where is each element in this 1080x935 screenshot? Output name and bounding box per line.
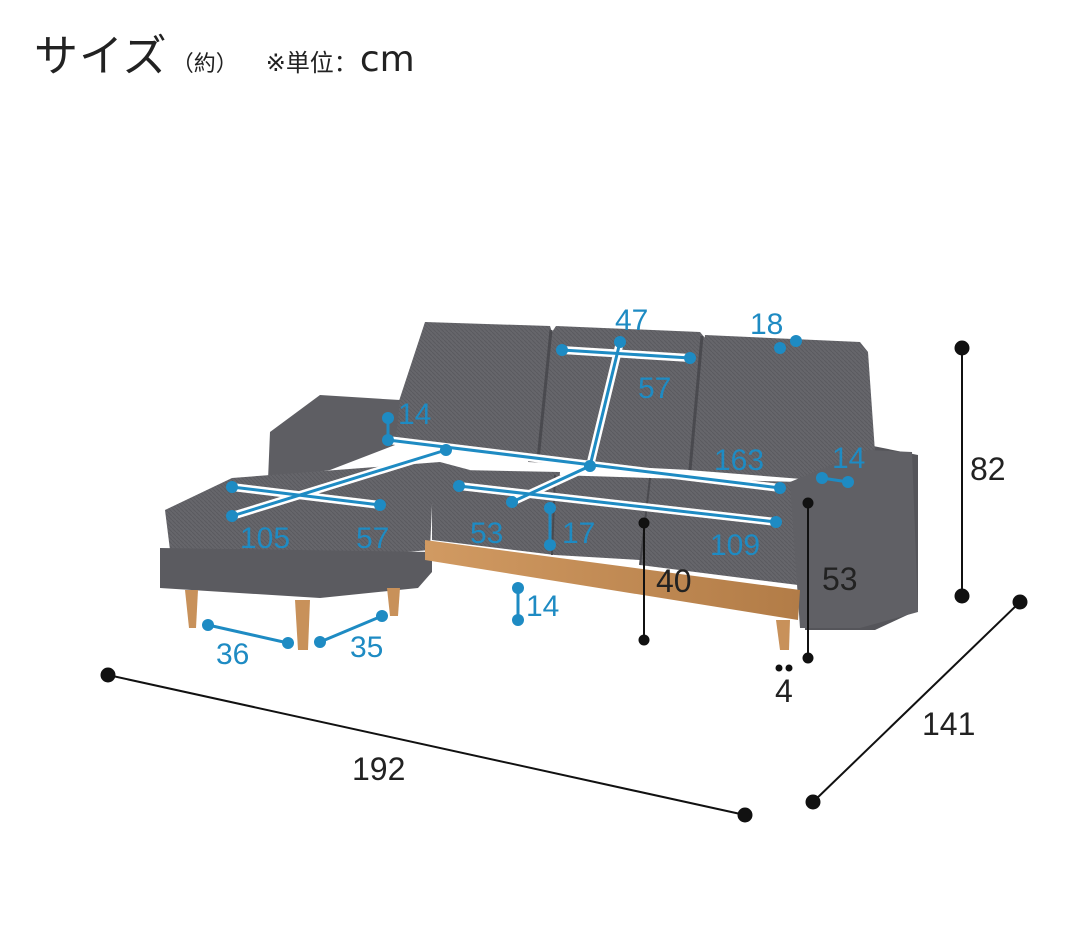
leg-front-left [185, 590, 198, 628]
label-main-seat-width: 109 [710, 529, 760, 562]
right-arm-front [790, 450, 918, 628]
back-cushion-center [528, 326, 705, 470]
page-title: サイズ （約） ※単位： cm [34, 20, 415, 82]
overall-dimension-labels: 82 40 53 4 192 141 [352, 451, 1006, 787]
detail-dimension-lines [202, 335, 854, 649]
seat-cushion-right [640, 478, 800, 585]
leg-front-center [295, 600, 310, 650]
title-approx: （約） [171, 52, 238, 77]
leg-ottoman-right [387, 588, 400, 616]
detail-dimension-labels: 47 18 57 14 163 14 105 57 53 17 109 14 3… [216, 304, 865, 671]
label-arm-width-right: 14 [832, 442, 865, 475]
label-seat-height: 40 [656, 563, 692, 599]
label-arm-to-floor: 53 [822, 561, 858, 597]
title-main: サイズ [34, 31, 168, 82]
chaise-seat [165, 462, 470, 560]
label-chaise-length: 105 [240, 522, 290, 555]
label-leg-clearance: 4 [775, 673, 793, 709]
label-back-cushion-height: 57 [638, 372, 671, 405]
wood-frame [425, 540, 800, 620]
label-chaise-width: 57 [356, 522, 389, 555]
label-seat-cushion-thickness: 17 [562, 517, 595, 550]
back-cushion-left [392, 322, 552, 458]
label-inner-seat-width: 47 [615, 304, 648, 337]
label-arm-height-left: 14 [398, 398, 431, 431]
left-arm [268, 395, 400, 480]
title-unit: cm [359, 39, 415, 80]
label-leg-spacing-front: 36 [216, 638, 249, 671]
back-cushion-right [688, 335, 875, 482]
label-leg-height: 14 [526, 590, 559, 623]
ottoman-base [160, 548, 432, 598]
title-unit-note: ※単位： [265, 49, 358, 77]
label-overall-width: 192 [352, 751, 405, 787]
label-seat-width-total: 163 [714, 444, 764, 477]
label-overall-depth: 141 [922, 706, 975, 742]
leg-sofa-right [776, 620, 790, 650]
label-back-cushion-thickness: 18 [750, 308, 783, 341]
label-leg-spacing-side: 35 [350, 631, 383, 664]
label-overall-height: 82 [970, 451, 1006, 487]
overall-dimension-lines [100, 340, 1028, 823]
label-seat-depth: 53 [470, 517, 503, 550]
